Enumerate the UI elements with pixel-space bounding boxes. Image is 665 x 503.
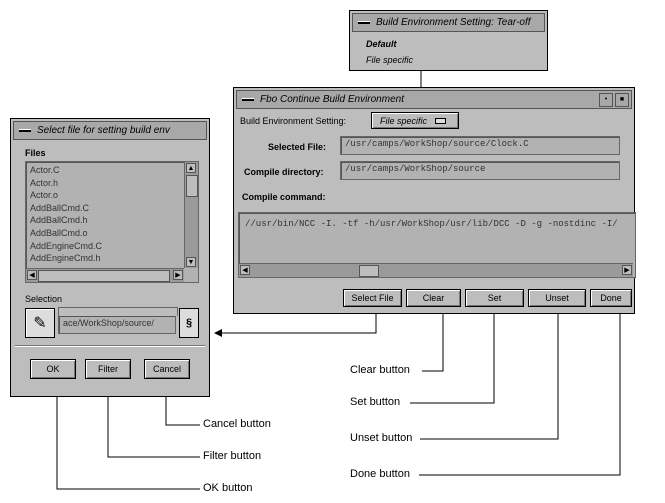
scroll-left-icon[interactable]: ◀ (240, 265, 250, 275)
window-menu-button[interactable] (355, 16, 373, 29)
dialog-title: Select file for setting build env (37, 125, 170, 136)
callout-unset: Unset button (350, 432, 413, 444)
window-menu-button[interactable] (16, 124, 34, 137)
selection-label: Selection (25, 294, 63, 304)
list-item[interactable]: Actor.C (30, 165, 60, 175)
hscroll-thumb[interactable] (359, 265, 379, 277)
unset-button[interactable]: Unset (528, 289, 586, 307)
filter-button[interactable]: Filter (85, 359, 131, 379)
build-env-window: Fbo Continue Build Environment • ■ Build… (233, 87, 636, 314)
file-select-dialog: Select file for setting build env Files … (10, 118, 210, 397)
hscroll-thumb[interactable] (38, 270, 170, 282)
list-item[interactable]: AddEngineCmd.C (30, 240, 103, 251)
compile-cmd-area[interactable]: //usr/bin/NCC -I. -tf -h/usr/WorkShop/us… (238, 212, 636, 278)
compile-cmd-label: Compile command: (242, 192, 326, 202)
list-item[interactable]: AddBallCmd.h (30, 215, 88, 226)
build-env-value: File specific (380, 115, 428, 126)
dialog-titlebar: Select file for setting build env (13, 121, 207, 140)
vscroll-thumb[interactable] (186, 175, 198, 197)
main-titlebar: Fbo Continue Build Environment • ■ (236, 90, 632, 109)
build-env-option-menu[interactable]: File specific (371, 112, 459, 129)
list-item[interactable]: AddBallCmd.o (30, 227, 88, 238)
done-button[interactable]: Done (590, 289, 632, 307)
tearoff-title: Build Environment Setting: Tear-off (376, 17, 531, 28)
callout-filter: Filter button (203, 450, 262, 462)
maximize-button[interactable]: ■ (615, 92, 629, 107)
clear-button[interactable]: Clear (406, 289, 461, 307)
callout-clear: Clear button (350, 364, 410, 376)
files-hscrollbar[interactable]: ◀ ▶ (26, 268, 184, 282)
callout-set: Set button (350, 396, 401, 408)
set-button[interactable]: Set (465, 289, 524, 307)
selected-file-label: Selected File: (268, 142, 327, 152)
cancel-button[interactable]: Cancel (144, 359, 190, 379)
callout-cancel: Cancel button (203, 418, 271, 430)
compile-dir-label: Compile directory: (244, 167, 324, 177)
ok-button[interactable]: OK (30, 359, 76, 379)
tearoff-item-default[interactable]: Default (366, 39, 397, 49)
history-spinner-icon[interactable]: § (179, 308, 199, 338)
list-item[interactable]: Actor.h (30, 177, 59, 188)
tearoff-titlebar: Build Environment Setting: Tear-off (352, 13, 545, 32)
list-item[interactable]: AddBallCmd.C (30, 202, 90, 213)
list-item[interactable]: Actor.o (30, 190, 59, 201)
option-menu-indicator-icon (435, 117, 447, 124)
callout-ok: OK button (203, 482, 253, 494)
compile-cmd-text: //usr/bin/NCC -I. -tf -h/usr/WorkShop/us… (245, 219, 618, 229)
compile-dir-field[interactable]: /usr/camps/WorkShop/source (340, 161, 620, 180)
scroll-right-icon[interactable]: ▶ (622, 265, 632, 275)
main-title: Fbo Continue Build Environment (260, 94, 404, 105)
files-label: Files (25, 148, 46, 158)
compile-cmd-hscrollbar[interactable]: ◀ ▶ (239, 263, 633, 277)
list-item[interactable]: AddEngineCmd.h (30, 253, 101, 264)
scroll-up-icon[interactable]: ▲ (186, 163, 196, 173)
file-browse-icon[interactable]: ✎ (25, 308, 55, 338)
selection-field[interactable]: ace/WorkShop/source/ (58, 315, 176, 334)
build-env-label: Build Environment Setting: (240, 116, 347, 126)
files-vscrollbar[interactable]: ▲ ▼ (184, 162, 198, 268)
scroll-right-icon[interactable]: ▶ (173, 270, 183, 280)
scroll-down-icon[interactable]: ▼ (186, 257, 196, 267)
callout-done: Done button (350, 468, 410, 480)
scroll-left-icon[interactable]: ◀ (27, 270, 37, 280)
window-menu-button[interactable] (239, 93, 257, 106)
selection-field-tabs (58, 307, 178, 316)
select-file-button[interactable]: Select File (343, 289, 402, 307)
tearoff-menu: Build Environment Setting: Tear-off Defa… (349, 10, 548, 71)
dialog-divider (15, 345, 205, 347)
minimize-button[interactable]: • (599, 92, 613, 107)
tearoff-item-file-specific[interactable]: File specific (366, 55, 414, 65)
selected-file-field[interactable]: /usr/camps/WorkShop/source/Clock.C (340, 136, 620, 155)
